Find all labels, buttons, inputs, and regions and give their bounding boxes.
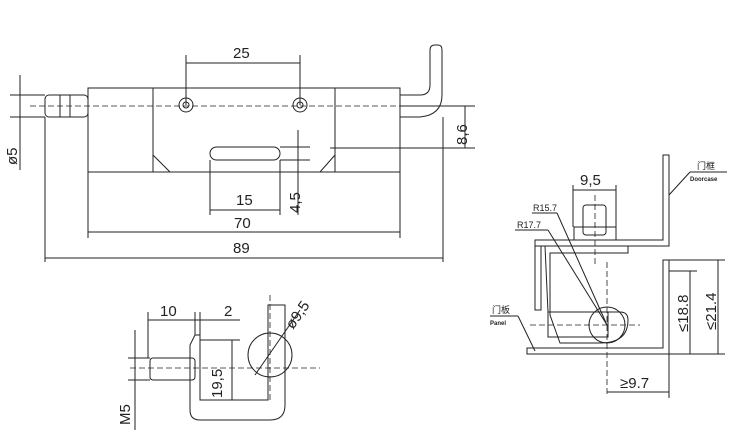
top-view: 25 15 4,5 70 89 8,6 ø5	[4, 44, 475, 262]
side-pin	[149, 357, 196, 381]
handle	[399, 44, 443, 118]
doorcase	[534, 154, 670, 247]
dim-9-7: ≥9.7	[620, 375, 649, 392]
dim-8-6: 8,6	[454, 124, 471, 145]
slot	[209, 146, 281, 161]
install-bracket	[544, 245, 629, 344]
install-pin	[582, 204, 607, 236]
label-r17-7: R17.7	[517, 220, 541, 230]
install-view: 9,5 R15.7 R17.7 ≤18.8 ≤21.4 ≥9.7 门框 Door…	[490, 154, 727, 398]
dim-21-4: ≤21.4	[703, 293, 720, 330]
label-doorcase-en: Doorcase	[690, 177, 718, 183]
label-panel-en: Panel	[490, 321, 506, 327]
dim-19-5: 19,5	[209, 369, 226, 398]
side-bracket	[189, 304, 286, 421]
label-r15-7: R15.7	[533, 203, 557, 213]
label-doorcase-cn: 门框	[697, 160, 715, 171]
doorframe-lower	[526, 259, 670, 355]
dim-2: 2	[224, 303, 232, 320]
dim-25: 25	[233, 45, 250, 62]
dim-89: 89	[233, 240, 250, 257]
dim-9-5: 9,5	[580, 172, 601, 189]
dim-4-5: 4,5	[287, 192, 304, 213]
bolt-cover	[152, 87, 336, 173]
label-panel-cn: 门板	[492, 304, 510, 315]
dim-m5: M5	[117, 404, 134, 425]
dim-70: 70	[234, 215, 251, 232]
dim-10: 10	[160, 303, 177, 320]
dim-15: 15	[236, 192, 253, 209]
bolt-body	[87, 87, 401, 173]
dim-18-8: ≤18.8	[675, 295, 692, 332]
dim-d5: ø5	[4, 147, 21, 165]
side-view: 10 2 19,5 ø9,5 M5	[117, 295, 320, 430]
dim-d9-5: ø9,5	[282, 298, 313, 332]
